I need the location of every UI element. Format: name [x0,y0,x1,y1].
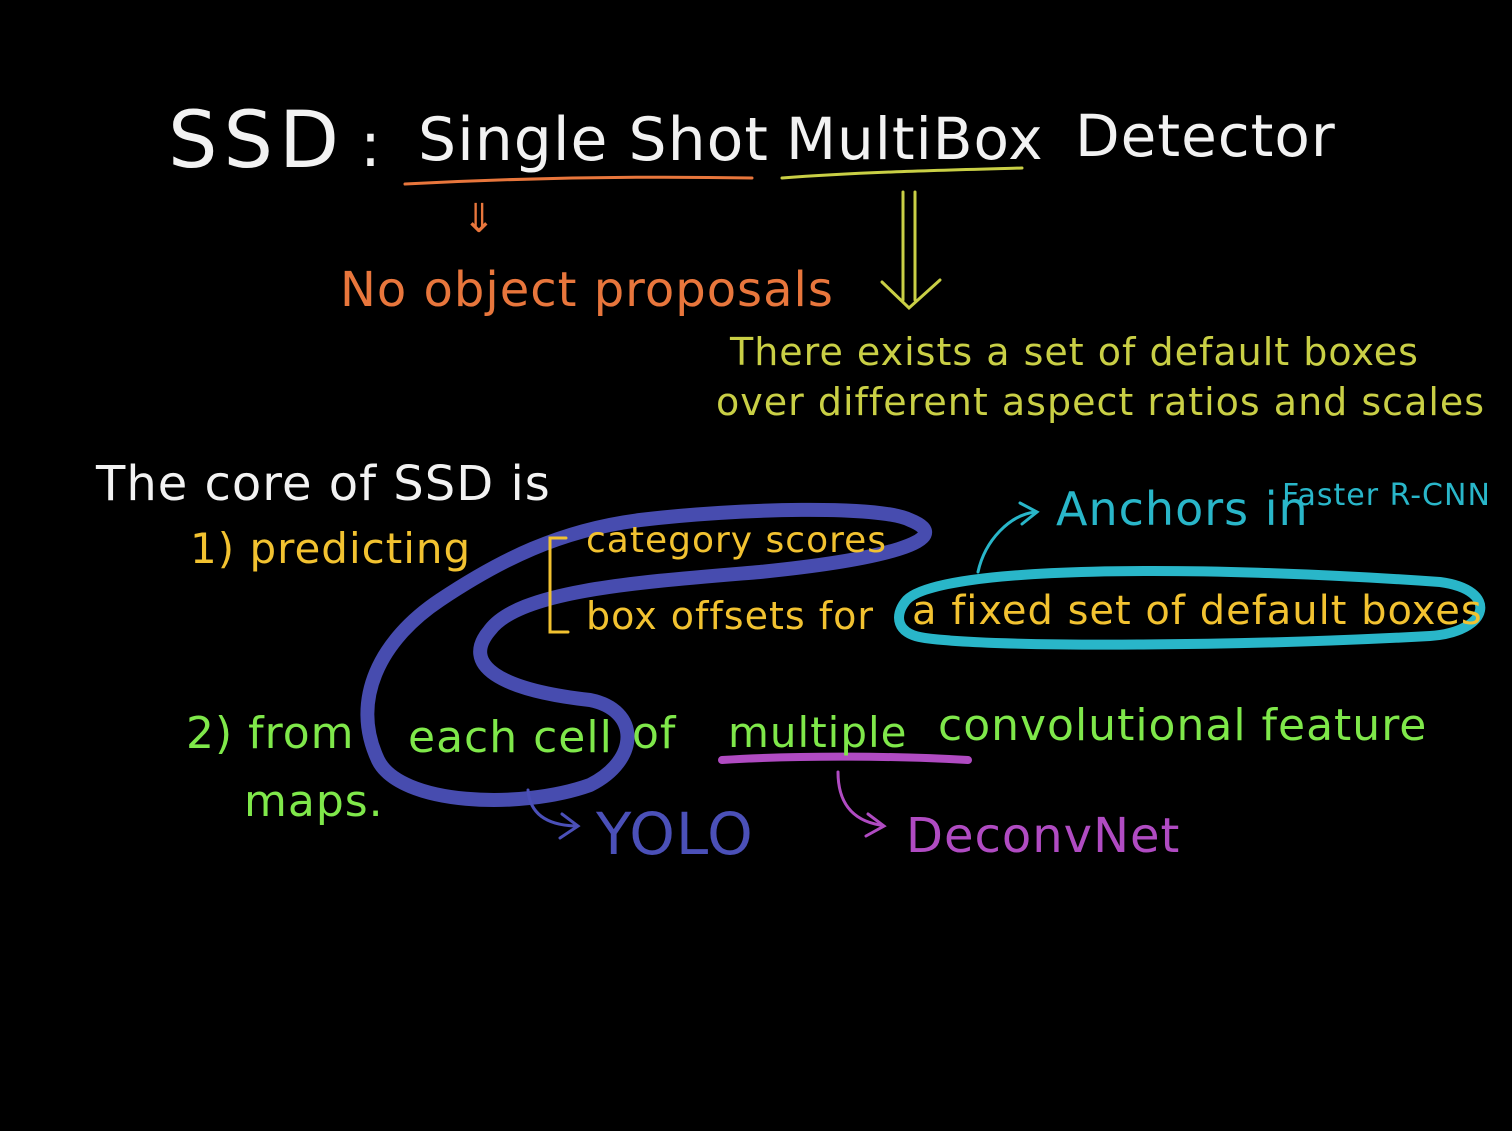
item1-fixed-default-boxes: a fixed set of default boxes [912,588,1483,634]
title-single-shot: Single Shot [418,105,769,175]
item2-rest: convolutional feature [938,700,1428,751]
item1-label: 1) predicting [190,524,472,573]
default-boxes-line1: There exists a set of default boxes [730,330,1419,374]
single-shot-underline [403,175,754,186]
item2-each-cell: each cell [408,712,613,763]
no-object-proposals: No object proposals [340,262,834,318]
single-shot-arrow-glyph: ⇓ [462,196,497,242]
faster-rcnn-label: Faster R-CNN [1282,478,1491,513]
anchors-label: Anchors in [1056,482,1309,536]
yolo-arrow [526,788,577,828]
item2-label: 2) from [186,708,355,759]
deconvnet-label: DeconvNet [906,808,1181,864]
core-heading: The core of SSD is [96,456,551,512]
yolo-label: YOLO [596,800,754,868]
multiple-underline [718,752,972,764]
title-abbr: SSD [168,96,346,186]
multibox-down-arrow [880,190,942,311]
title-detector: Detector [1075,102,1336,170]
predicting-bracket [548,536,570,634]
item2-multiple: multiple [728,708,908,757]
item2-of: of [632,708,677,759]
deconvnet-arrow [836,770,882,827]
anchors-arrow [976,510,1037,574]
item2-maps: maps. [244,776,384,827]
title-multibox: MultiBox [786,105,1044,173]
item1-category-scores: category scores [586,520,888,561]
item1-box-offsets: box offsets for [586,594,874,638]
title-colon: : [360,108,382,181]
default-boxes-line2: over different aspect ratios and scales [716,380,1486,424]
